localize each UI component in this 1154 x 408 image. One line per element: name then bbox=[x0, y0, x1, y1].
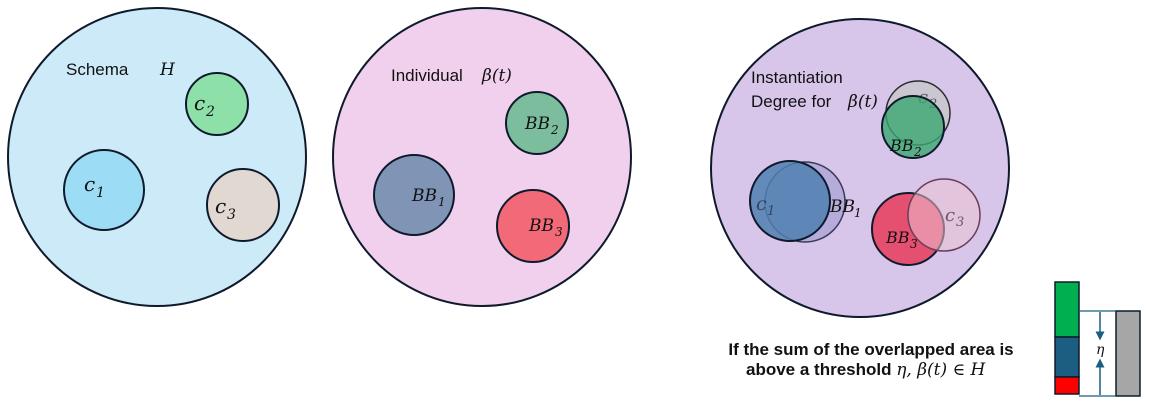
bar-blue-segment bbox=[1054, 336, 1080, 378]
c1-node: c 1 bbox=[63, 149, 145, 231]
caption-line2-prefix: above a threshold bbox=[746, 360, 896, 379]
c3-overlay-sub: 3 bbox=[956, 215, 964, 230]
instantiation-title-line1: Instantiation bbox=[751, 68, 843, 87]
bb1-overlay-label: BB bbox=[829, 197, 855, 217]
bb2-overlay-node: BB 2 bbox=[881, 95, 945, 159]
caption-line1: If the sum of the overlapped area is bbox=[728, 340, 1013, 359]
c3-label: c bbox=[215, 194, 226, 218]
caption-line2-math: η, β(t) ∈ H bbox=[896, 360, 986, 380]
bb1-sub: 1 bbox=[438, 195, 446, 209]
bb2-sub: 2 bbox=[550, 123, 559, 137]
instantiation-panel: Instantiation Degree for β(t) c 2 BB 2 B… bbox=[710, 18, 1010, 318]
individual-title: Individual bbox=[391, 66, 463, 85]
c3-overlay-node: c 3 bbox=[907, 178, 981, 252]
schema-circle bbox=[7, 7, 307, 307]
c2-label: c bbox=[194, 91, 205, 115]
instantiation-symbol: β(t) bbox=[847, 92, 878, 112]
bb2-node: BB 2 bbox=[505, 91, 569, 155]
c1-label: c bbox=[84, 172, 95, 196]
bb3-node: BB 3 bbox=[496, 189, 570, 263]
schema-title: Schema bbox=[66, 60, 129, 79]
bb1-node: BB 1 bbox=[373, 154, 455, 236]
caption-line2: above a threshold η, β(t) ∈ H bbox=[746, 360, 987, 380]
bb1-label: BB bbox=[411, 186, 437, 206]
bar-gray-reference bbox=[1115, 310, 1141, 397]
bb3-overlay-label: BB bbox=[885, 228, 910, 247]
c3-overlay-label: c bbox=[945, 205, 955, 226]
bar-green-segment bbox=[1054, 281, 1080, 338]
c2-node: c 2 bbox=[185, 72, 249, 136]
threshold-graphic: η bbox=[1054, 281, 1141, 397]
c3-node: c 3 bbox=[206, 168, 280, 242]
bar-red-segment bbox=[1054, 376, 1080, 395]
bb2-label: BB bbox=[524, 114, 550, 134]
c1-sub: 1 bbox=[96, 185, 105, 201]
instantiation-circle bbox=[710, 18, 1010, 318]
caption: If the sum of the overlapped area is abo… bbox=[728, 340, 1013, 380]
schema-panel: Schema H c 2 c 1 c 3 bbox=[7, 7, 307, 307]
instantiation-title-line2: Degree for bbox=[751, 92, 832, 111]
schema-symbol: H bbox=[159, 60, 176, 80]
c1-overlay-node: c 1 bbox=[749, 160, 831, 242]
threshold-symbol: η bbox=[1096, 342, 1105, 358]
bb3-sub: 3 bbox=[555, 225, 563, 239]
bb2-overlay-sub: 2 bbox=[913, 145, 922, 159]
c2-sub: 2 bbox=[205, 104, 215, 120]
individual-symbol: β(t) bbox=[481, 66, 512, 86]
individual-panel: Individual β(t) BB 2 BB 1 BB 3 bbox=[332, 7, 632, 307]
c3-sub: 3 bbox=[227, 207, 236, 223]
c1-overlay-label: c bbox=[756, 193, 767, 215]
bb1-overlay-sub: 1 bbox=[854, 206, 862, 220]
c1-overlay-sub: 1 bbox=[767, 204, 775, 219]
individual-circle bbox=[332, 7, 632, 307]
bb3-label: BB bbox=[528, 216, 554, 236]
bb2-overlay-label: BB bbox=[889, 136, 914, 155]
bb3-overlay-sub: 3 bbox=[910, 237, 918, 251]
